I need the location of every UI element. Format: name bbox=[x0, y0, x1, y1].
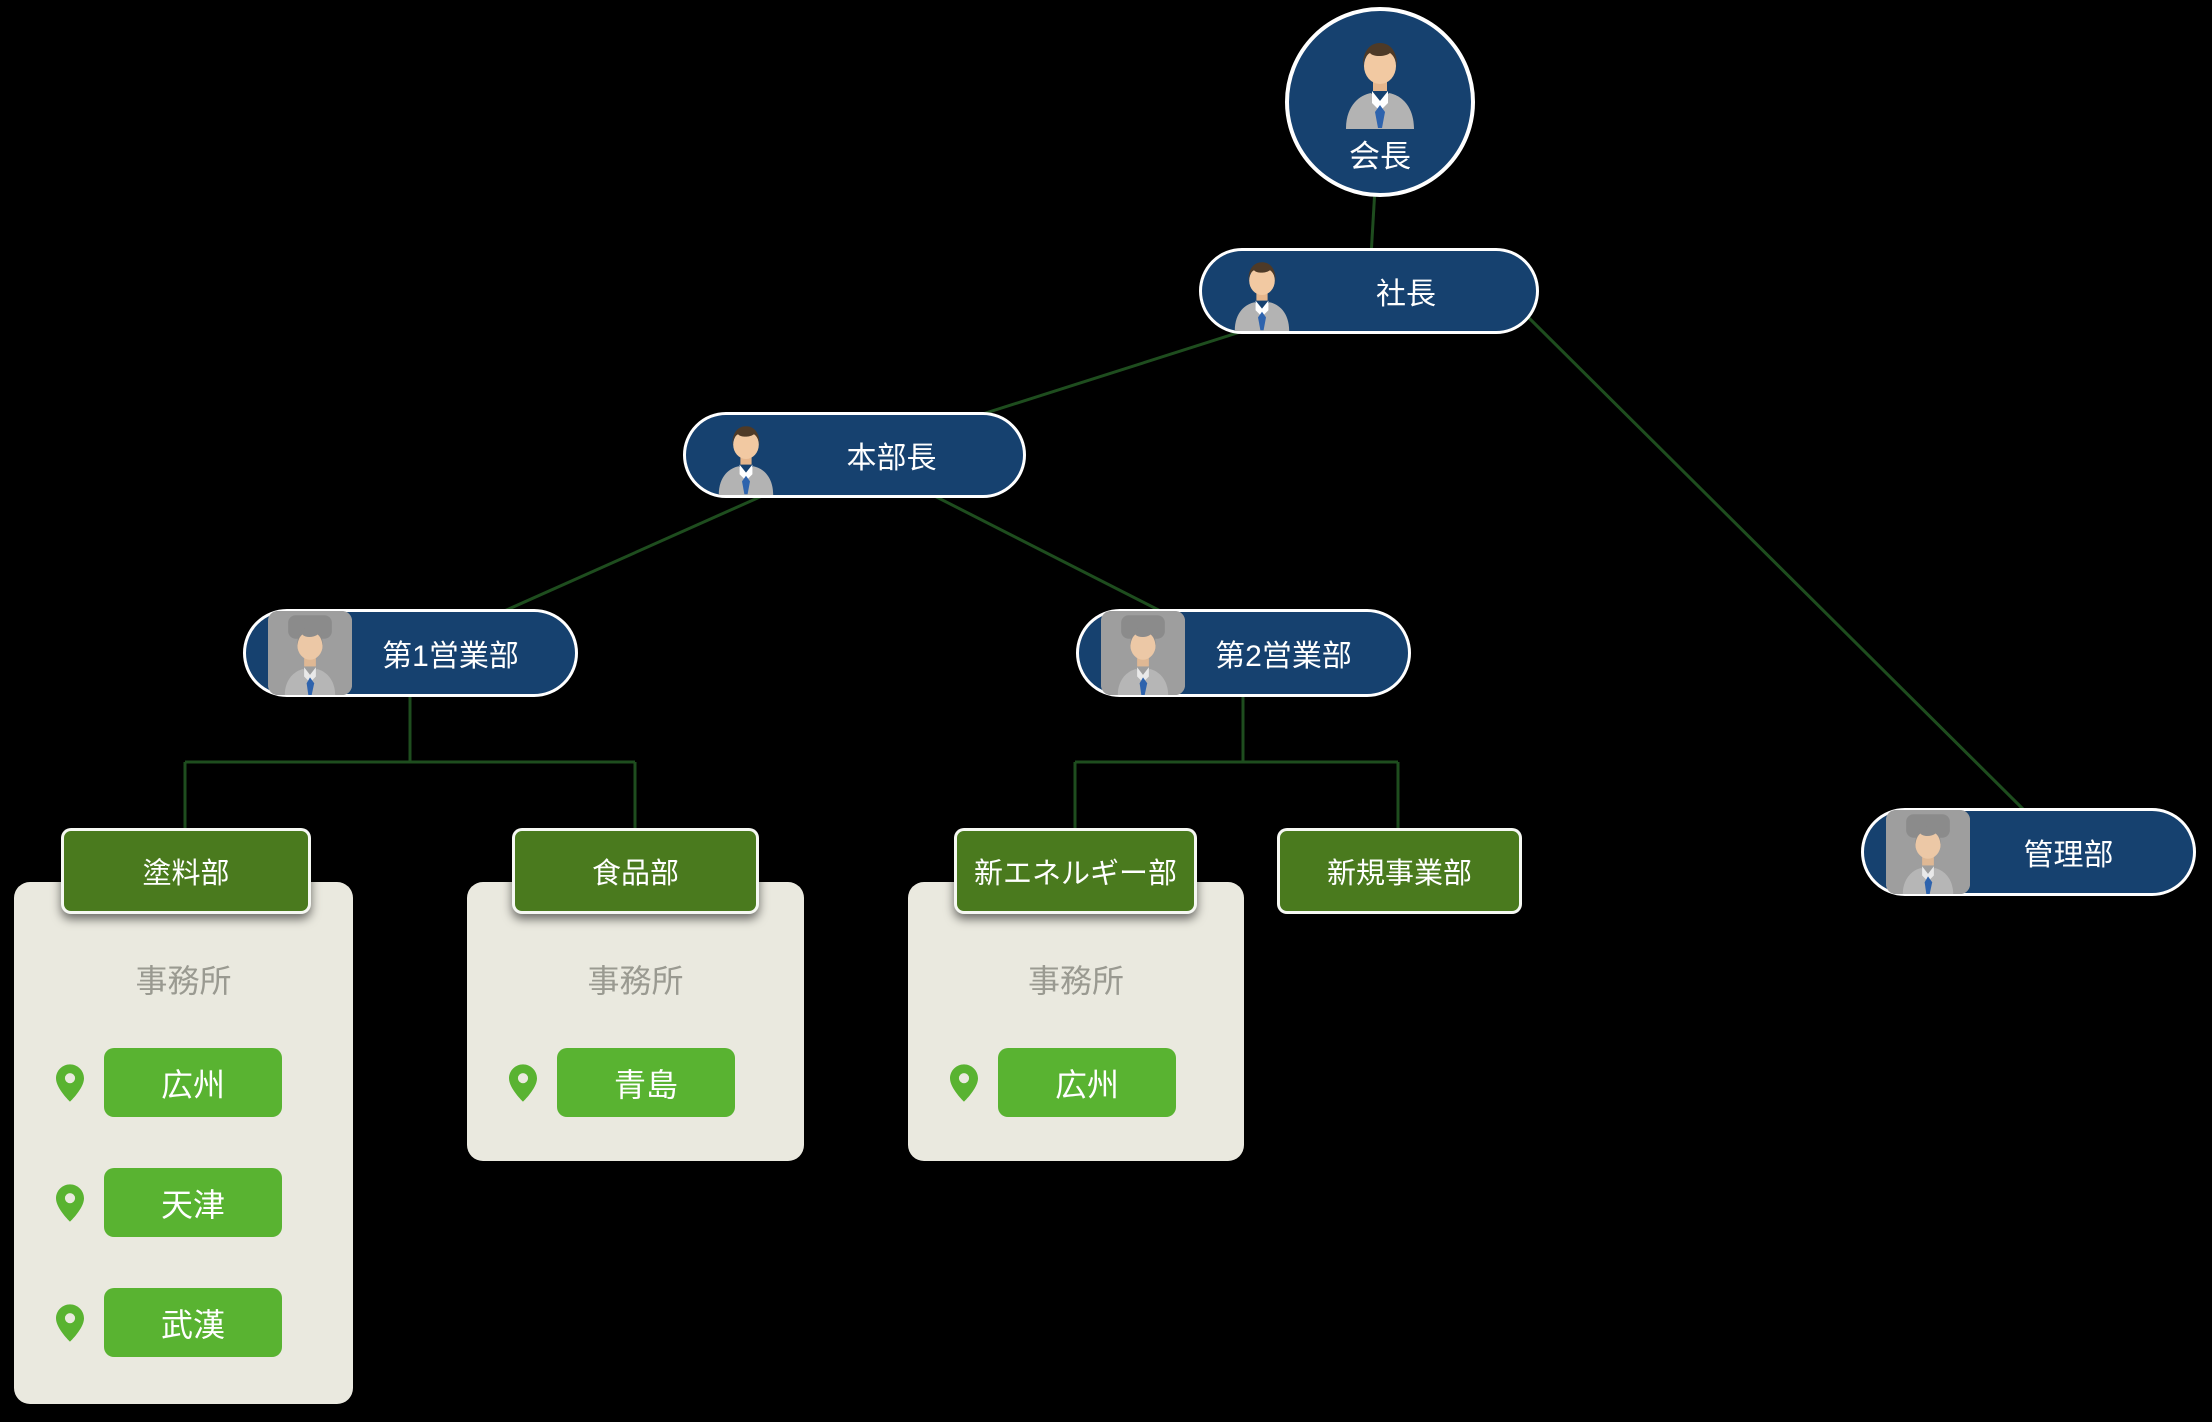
node-label: 新規事業部 bbox=[1326, 858, 1472, 890]
office-row: 青島 bbox=[467, 1048, 804, 1117]
location-pin-icon bbox=[948, 1063, 980, 1103]
paint-dept-office-card: 事務所 広州 天津 武漢 bbox=[14, 882, 353, 1404]
office-button-guangzhou[interactable]: 広州 bbox=[104, 1048, 282, 1117]
node-sales-dept-1[interactable]: 第1営業部 bbox=[243, 609, 578, 697]
office-row: 広州 bbox=[14, 1048, 353, 1117]
office-list: 広州 天津 武漢 bbox=[14, 1048, 353, 1357]
office-section-label: 事務所 bbox=[135, 963, 232, 999]
node-sales-dept-2[interactable]: 第2営業部 bbox=[1076, 609, 1411, 697]
office-row: 天津 bbox=[14, 1168, 353, 1237]
office-list: 広州 bbox=[908, 1048, 1244, 1117]
location-pin-icon bbox=[54, 1063, 86, 1103]
node-label: 管理部 bbox=[2023, 839, 2114, 872]
location-pin-icon bbox=[54, 1183, 86, 1223]
node-label: 会長 bbox=[1349, 139, 1411, 174]
node-food-dept[interactable]: 食品部 bbox=[512, 828, 759, 914]
office-button-guangzhou[interactable]: 広州 bbox=[998, 1048, 1176, 1117]
office-button-qingdao[interactable]: 青島 bbox=[557, 1048, 735, 1117]
node-chairman[interactable]: 会長 bbox=[1285, 7, 1475, 197]
node-paint-dept[interactable]: 塗料部 bbox=[61, 828, 311, 914]
location-pin-icon bbox=[54, 1303, 86, 1343]
node-label: 本部長 bbox=[846, 442, 937, 475]
office-list: 青島 bbox=[467, 1048, 804, 1117]
person-avatar-icon bbox=[706, 415, 786, 495]
office-button-tianjin[interactable]: 天津 bbox=[104, 1168, 282, 1237]
node-label: 社長 bbox=[1376, 278, 1436, 311]
office-section-label: 事務所 bbox=[1027, 963, 1124, 999]
node-label: 食品部 bbox=[591, 858, 679, 890]
office-row: 広州 bbox=[908, 1048, 1244, 1117]
node-new-business-dept[interactable]: 新規事業部 bbox=[1277, 828, 1522, 914]
node-new-energy-dept[interactable]: 新エネルギー部 bbox=[954, 828, 1197, 914]
photo-avatar-icon bbox=[1101, 611, 1185, 695]
node-label: 第1営業部 bbox=[382, 640, 519, 673]
node-label: 塗料部 bbox=[142, 858, 230, 890]
office-button-wuhan[interactable]: 武漢 bbox=[104, 1288, 282, 1357]
new-energy-dept-office-card: 事務所 広州 bbox=[908, 882, 1244, 1161]
office-row: 武漢 bbox=[14, 1288, 353, 1357]
location-pin-icon bbox=[507, 1063, 539, 1103]
food-dept-office-card: 事務所 青島 bbox=[467, 882, 804, 1161]
node-admin-dept[interactable]: 管理部 bbox=[1861, 808, 2196, 896]
person-avatar-icon bbox=[1222, 251, 1302, 331]
person-avatar-icon bbox=[1330, 29, 1430, 129]
node-president[interactable]: 社長 bbox=[1199, 248, 1539, 334]
node-label: 新エネルギー部 bbox=[973, 858, 1177, 890]
node-label: 第2営業部 bbox=[1215, 640, 1352, 673]
node-division-head[interactable]: 本部長 bbox=[683, 412, 1026, 498]
photo-avatar-icon bbox=[268, 611, 352, 695]
photo-avatar-icon bbox=[1886, 810, 1970, 894]
office-section-label: 事務所 bbox=[587, 963, 684, 999]
